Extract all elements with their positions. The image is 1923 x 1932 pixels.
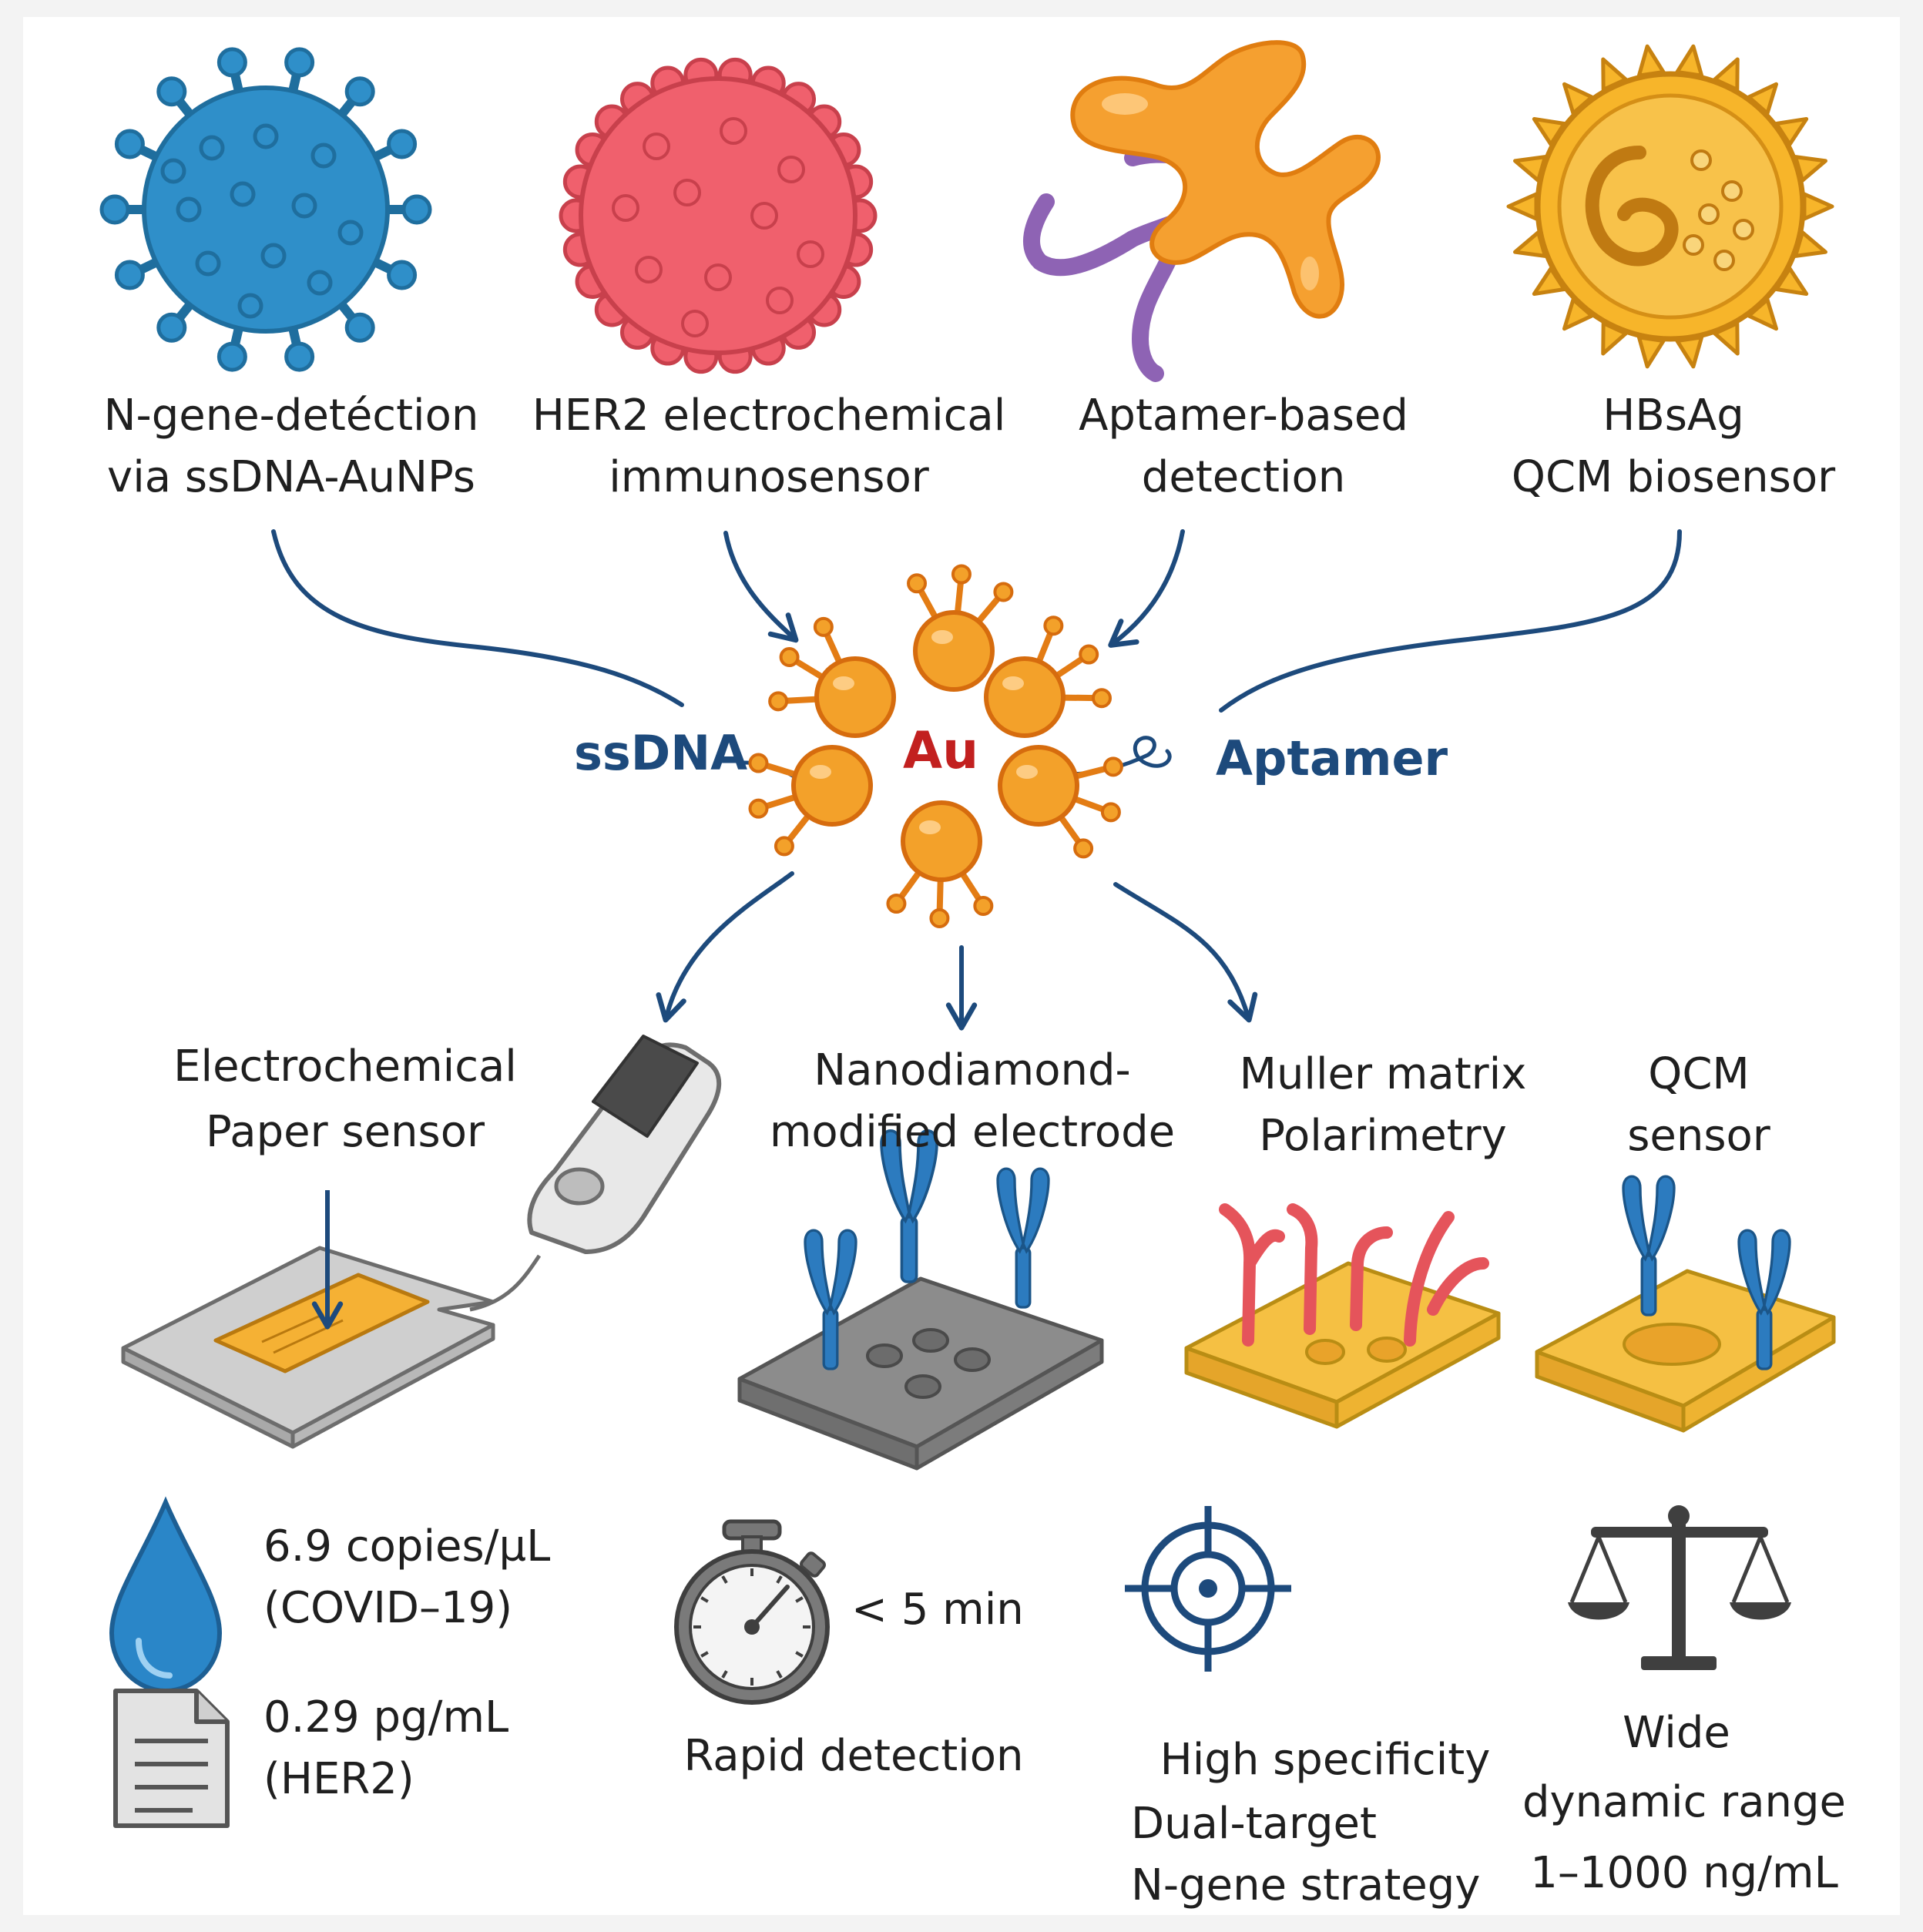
specificity-line2: Dual-target (1131, 1799, 1377, 1849)
range-line3: 1–1000 ng/mL (1530, 1848, 1838, 1898)
label-paper-sensor-line2: Paper sensor (206, 1107, 485, 1157)
gold-nanoparticle-cluster (748, 564, 1123, 928)
ssdna-label: ssDNA (574, 725, 748, 781)
balance-scale-icon (1568, 1505, 1791, 1670)
aptamer-label: Aptamer (1216, 730, 1448, 787)
specificity-line3: N-gene strategy (1131, 1860, 1481, 1910)
label-nanodiamond-line1: Nanodiamond- (814, 1045, 1131, 1095)
lod-her2-note: (HER2) (263, 1754, 414, 1804)
lod-covid-note: (COVID–19) (263, 1583, 513, 1633)
label-qcm-line1: QCM (1648, 1049, 1750, 1099)
lod-covid-value: 6.9 copies/µL (263, 1521, 551, 1571)
lod-her2-value: 0.29 pg/mL (263, 1692, 509, 1742)
rapid-detection-label: Rapid detection (683, 1731, 1024, 1781)
paper-sensor-reader-icon (121, 1035, 722, 1449)
label-ngene-line1: N-gene-detéction (103, 391, 479, 441)
label-hbsag-line1: HBsAg (1602, 391, 1744, 441)
qcm-substrate-icon (1535, 1175, 1836, 1433)
polarimetry-substrate-icon (1184, 1203, 1501, 1429)
document-icon (113, 1689, 230, 1828)
label-her2-line1: HER2 electrochemical (532, 391, 1006, 441)
label-aptamer-line1: Aptamer-based (1079, 391, 1408, 441)
label-paper-sensor-line1: Electrochemical (173, 1041, 517, 1092)
label-aptamer-line2: detection (1141, 452, 1346, 502)
label-hbsag-line2: QCM biosensor (1511, 452, 1836, 502)
au-label: Au (903, 721, 979, 780)
aptamer-molecule-icon (1023, 40, 1381, 382)
target-icon (1125, 1506, 1291, 1672)
range-line2: dynamic range (1522, 1777, 1847, 1827)
her2-cell-icon (559, 57, 878, 374)
hbsag-virus-icon (1506, 44, 1834, 369)
specificity-line1: High specificity (1160, 1735, 1491, 1785)
label-her2-line2: immunosensor (609, 452, 929, 502)
label-polarimetry-line2: Polarimetry (1259, 1111, 1507, 1161)
stopwatch-icon (674, 1519, 830, 1705)
label-polarimetry-line1: Muller matrix (1239, 1049, 1527, 1099)
range-line1: Wide (1623, 1708, 1730, 1758)
label-nanodiamond-line2: modified electrode (769, 1107, 1176, 1157)
coronavirus-icon (99, 47, 432, 372)
label-ngene-line2: via ssDNA-AuNPs (107, 452, 475, 502)
label-qcm-line2: sensor (1627, 1111, 1770, 1161)
rapid-time-value: < 5 min (851, 1585, 1024, 1635)
nanodiamond-electrode-icon (737, 1129, 1104, 1471)
